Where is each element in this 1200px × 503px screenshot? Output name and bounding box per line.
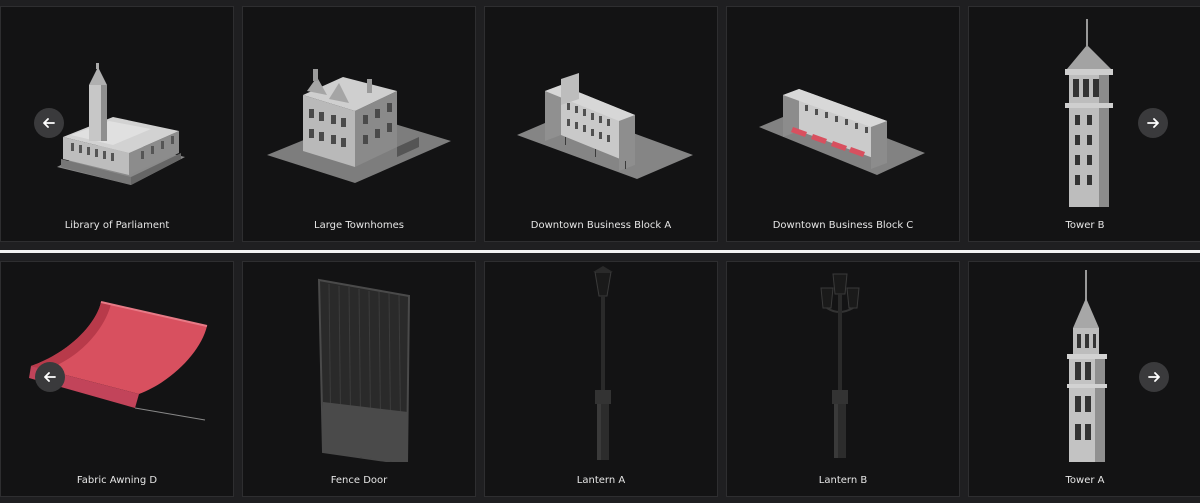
parliament-building-icon <box>57 63 185 185</box>
asset-title: Lantern B <box>818 475 868 486</box>
asset-title: Large Townhomes <box>314 220 404 231</box>
asset-card-fence-door[interactable]: Fence Door <box>242 261 476 497</box>
arrow-left-icon <box>43 118 55 128</box>
lantern-icon <box>593 266 613 460</box>
asset-card-downtown-business-block-a[interactable]: Downtown Business Block A <box>484 6 718 242</box>
business-block-icon <box>759 89 925 175</box>
arrow-left-icon <box>44 372 56 382</box>
tower-icon <box>1065 19 1113 207</box>
carousel-row-props: Fabric Awning D Fence Door <box>0 261 1200 497</box>
asset-title: Fabric Awning D <box>76 475 158 486</box>
asset-card-large-townhomes[interactable]: Large Townhomes <box>242 6 476 242</box>
arrow-right-icon <box>1148 372 1160 382</box>
carousel-next-button[interactable] <box>1138 108 1168 138</box>
arrow-right-icon <box>1147 118 1159 128</box>
asset-card-lantern-b[interactable]: Lantern B <box>726 261 960 497</box>
row-divider <box>0 250 1200 253</box>
asset-title: Downtown Business Block C <box>772 220 914 231</box>
carousel-row-buildings: Library of Parliament <box>0 6 1200 242</box>
asset-title: Lantern A <box>576 475 626 486</box>
asset-title: Fence Door <box>330 475 388 486</box>
carousel-prev-button[interactable] <box>35 362 65 392</box>
carousel-next-button[interactable] <box>1139 362 1169 392</box>
asset-title: Tower B <box>1065 220 1105 231</box>
townhomes-icon <box>267 69 451 183</box>
asset-card-lantern-a[interactable]: Lantern A <box>484 261 718 497</box>
asset-title: Tower A <box>1065 475 1105 486</box>
fence-door-icon <box>317 278 411 462</box>
tower-icon <box>1067 270 1107 462</box>
awning-icon <box>29 301 208 421</box>
asset-title: Library of Parliament <box>64 220 170 231</box>
asset-card-downtown-business-block-c[interactable]: Downtown Business Block C <box>726 6 960 242</box>
asset-title: Downtown Business Block A <box>530 220 672 231</box>
lantern-icon <box>820 273 860 458</box>
carousel-prev-button[interactable] <box>34 108 64 138</box>
asset-card-library-of-parliament[interactable]: Library of Parliament <box>0 6 234 242</box>
business-block-icon <box>517 73 693 179</box>
